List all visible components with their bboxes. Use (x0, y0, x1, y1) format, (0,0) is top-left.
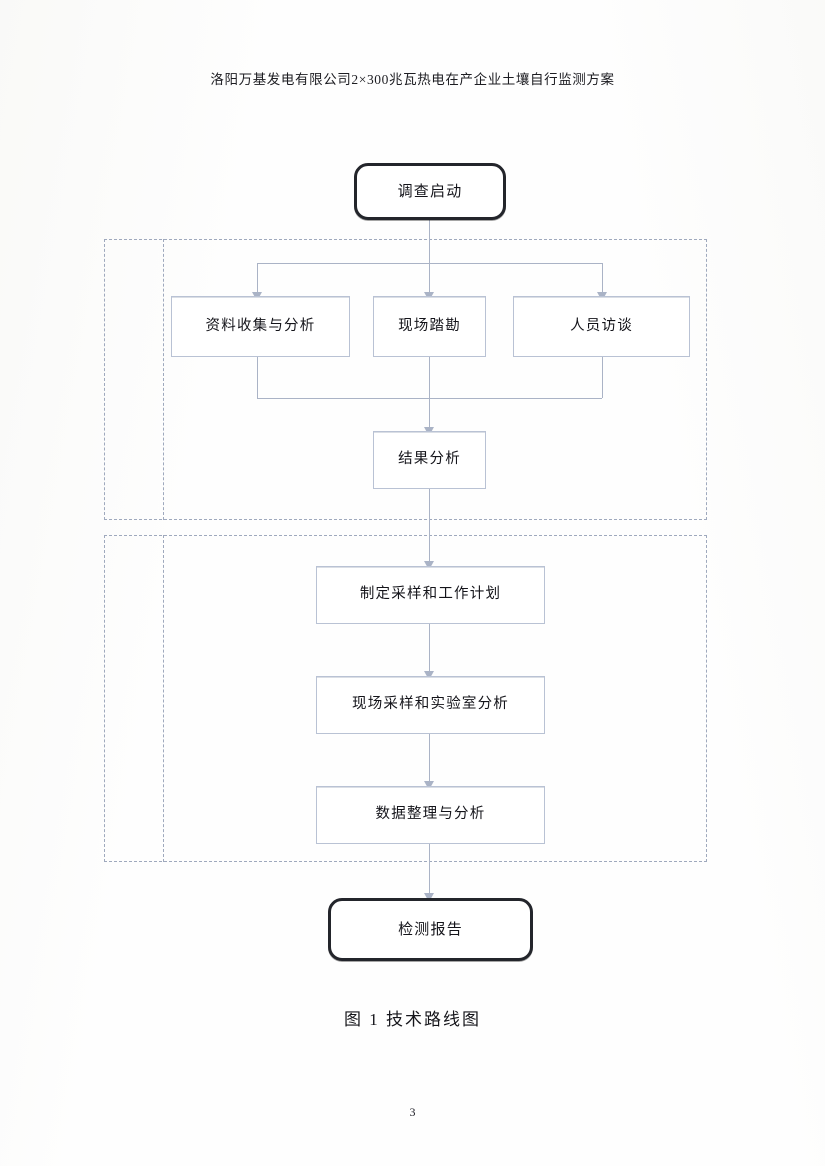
node-interview[interactable]: 人员访谈 (513, 296, 690, 357)
node-data-collect[interactable]: 资料收集与分析 (171, 296, 350, 357)
connector-bus-to-site-survey (429, 263, 430, 296)
node-data-process[interactable]: 数据整理与分析 (316, 786, 545, 844)
connector-result-to-sampling-plan (429, 489, 430, 566)
connector-data-collect-to-merge (257, 357, 258, 398)
connector-interview-to-merge (602, 357, 603, 398)
node-result-analysis[interactable]: 结果分析 (373, 431, 486, 489)
node-sampling-plan[interactable]: 制定采样和工作计划 (316, 566, 545, 624)
page-number: 3 (409, 1105, 416, 1119)
connector-bus-to-interview (602, 263, 603, 296)
node-start[interactable]: 调查启动 (354, 163, 506, 220)
connector-start-to-bus (429, 220, 430, 264)
connector-data-process-to-report (429, 844, 430, 898)
arrowhead-sampling-plan (424, 561, 434, 570)
group-container-phase1 (104, 239, 707, 520)
group-container-phase2 (104, 535, 707, 862)
connector-sampling-plan-to-field-lab (429, 624, 430, 676)
connector-bus-to-data-collect (257, 263, 258, 296)
node-report[interactable]: 检测报告 (328, 898, 533, 961)
figure-caption: 图 1 技术路线图 (344, 1010, 481, 1029)
connector-field-lab-to-data-process (429, 734, 430, 786)
group-divider-phase1 (163, 239, 164, 520)
connector-site-survey-to-result (429, 357, 430, 431)
document-running-header: 洛阳万基发电有限公司2×300兆瓦热电在产企业土壤自行监测方案 (210, 72, 615, 87)
arrowhead-report (424, 893, 434, 902)
arrowhead-field-lab (424, 671, 434, 680)
node-field-lab[interactable]: 现场采样和实验室分析 (316, 676, 545, 734)
node-site-survey[interactable]: 现场踏勘 (373, 296, 486, 357)
group-divider-phase2 (163, 535, 164, 862)
arrowhead-data-process (424, 781, 434, 790)
